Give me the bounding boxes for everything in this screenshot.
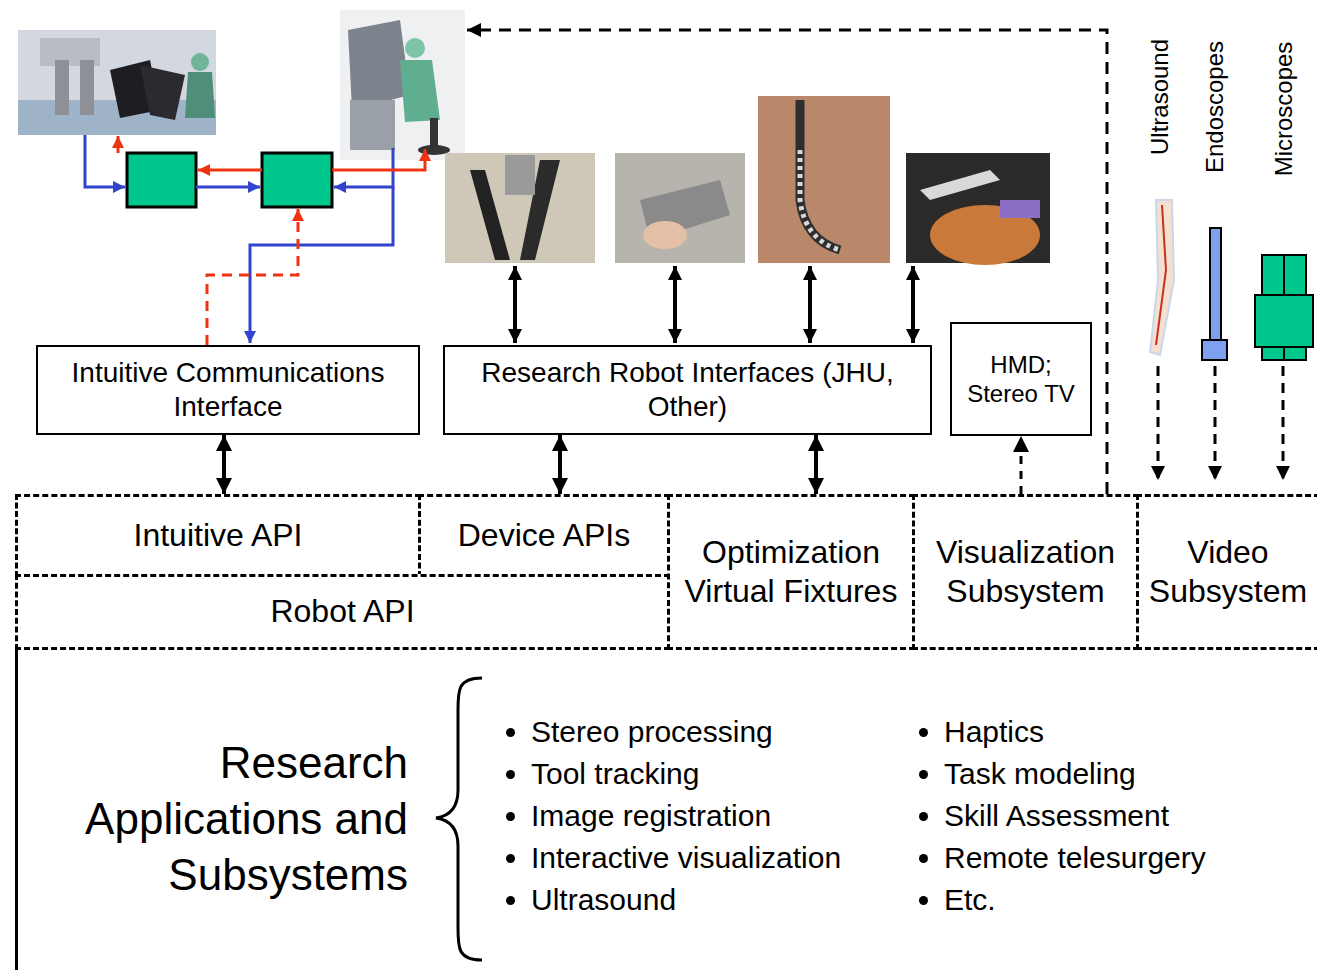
api-box: Intuitive API: [15, 494, 421, 577]
bullet-item: Tool tracking: [531, 753, 901, 795]
robot-link-arrow: [808, 266, 812, 343]
interface-box: Research Robot Interfaces (JHU, Other): [443, 345, 932, 435]
robot-link-arrow: [515, 266, 913, 343]
microscope: [1283, 255, 1285, 295]
signal-wire: [85, 135, 425, 345]
robot-link-arrow: [513, 266, 517, 343]
bullet-item: Haptics: [944, 711, 1314, 753]
connector: [1020, 436, 1023, 494]
video-input-arrow: [1157, 366, 1160, 480]
endoscope: [1202, 340, 1227, 360]
microscope: [1262, 255, 1306, 295]
research-robot-photo: [445, 153, 595, 263]
endoscope: [1210, 228, 1221, 340]
robot-photo: [191, 53, 209, 71]
ultrasound-probe: [1156, 205, 1166, 345]
signal-wire: [207, 209, 298, 345]
signal-wire: [334, 148, 393, 187]
device-label: Microscopes: [1269, 24, 1299, 194]
bullet-item: Interactive visualization: [531, 837, 901, 879]
endoscope: [1202, 228, 1227, 360]
robot-photo: [80, 60, 94, 115]
bullet-item: Skill Assessment: [944, 795, 1314, 837]
bullet-item: Ultrasound: [531, 879, 901, 921]
console-photo: [405, 38, 425, 58]
robot-link-arrow: [673, 266, 677, 343]
box-label: HMD; Stereo TV: [958, 350, 1084, 409]
connector: [558, 435, 562, 494]
research-robot-photo: [643, 221, 687, 249]
signal-wire: [332, 149, 425, 170]
ultrasound-probe: [1150, 200, 1174, 355]
connector: [222, 435, 226, 494]
console-photo: [340, 10, 465, 160]
robot-photo: [18, 30, 216, 135]
display-box: HMD; Stereo TV: [950, 322, 1092, 436]
microscope: [1255, 255, 1313, 360]
device-label: Endoscopes: [1200, 22, 1230, 192]
signal-wire: [117, 136, 120, 153]
api-box: Robot API: [15, 574, 670, 650]
robot-photo: [140, 65, 185, 120]
console-photo: [430, 118, 438, 148]
microscope: [1262, 347, 1306, 360]
box-label: Visualization Subsystem: [921, 533, 1130, 611]
research-robot-photo: [470, 170, 510, 260]
signal-wire: [196, 186, 260, 189]
region-heading: Research Applications and Subsystems: [18, 735, 408, 905]
research-robot-photo: [445, 96, 1050, 265]
subsystem-box: Optimization Virtual Fixtures: [667, 494, 915, 650]
console-photo: [400, 60, 440, 122]
connector: [814, 435, 818, 494]
video-input-arrow: [1214, 366, 1217, 480]
robot-link-arrow: [911, 266, 915, 343]
subsystem-box: Visualization Subsystem: [912, 494, 1139, 650]
research-robot-photo: [505, 155, 535, 195]
controller-box: [262, 153, 332, 207]
microscope: [1255, 295, 1313, 347]
microscope: [1283, 347, 1285, 360]
subsystem-box: Video Subsystem: [1136, 494, 1317, 650]
bullet-list: Stereo processingTool trackingImage regi…: [501, 711, 901, 921]
controller-box: [127, 153, 332, 207]
device-label: Ultrasound: [1145, 12, 1175, 182]
interface-box: Intuitive Communications Interface: [36, 345, 420, 435]
research-robot-photo: [758, 96, 890, 263]
robot-photo: [185, 72, 215, 118]
research-robot-photo: [800, 100, 840, 250]
console-photo: [350, 100, 395, 150]
bullet-item: Etc.: [944, 879, 1314, 921]
video-input-arrow: [1282, 366, 1285, 480]
research-robot-photo: [615, 153, 745, 263]
robot-photo: [55, 60, 69, 115]
curly-brace: [436, 678, 482, 960]
research-robot-photo: [800, 150, 840, 250]
signal-wire: [250, 187, 393, 343]
bullet-item: Stereo processing: [531, 711, 901, 753]
ultrasound-probe: [1150, 200, 1174, 355]
api-box: Device APIs: [418, 494, 670, 577]
box-label: Robot API: [270, 592, 414, 631]
video-input-arrow: [1158, 366, 1283, 480]
controller-box: [127, 153, 196, 207]
bullet-item: Task modeling: [944, 753, 1314, 795]
research-robot-photo: [920, 170, 1000, 200]
bullet-item: Remote telesurgery: [944, 837, 1314, 879]
console-photo: [340, 10, 465, 160]
box-label: Intuitive Communications Interface: [44, 356, 412, 424]
signal-wire: [198, 169, 262, 172]
bullet-list: HapticsTask modelingSkill AssessmentRemo…: [914, 711, 1314, 921]
robot-photo: [18, 30, 216, 135]
signal-wire: [85, 135, 125, 187]
box-label: Optimization Virtual Fixtures: [676, 533, 906, 611]
box-label: Intuitive API: [134, 516, 303, 555]
box-label: Video Subsystem: [1145, 533, 1311, 611]
applications-region: Research Applications and Subsystems Ster…: [15, 647, 1317, 970]
research-robot-photo: [1000, 200, 1040, 218]
box-label: Device APIs: [458, 516, 631, 555]
bullet-item: Image registration: [531, 795, 901, 837]
box-label: Research Robot Interfaces (JHU, Other): [451, 356, 924, 424]
